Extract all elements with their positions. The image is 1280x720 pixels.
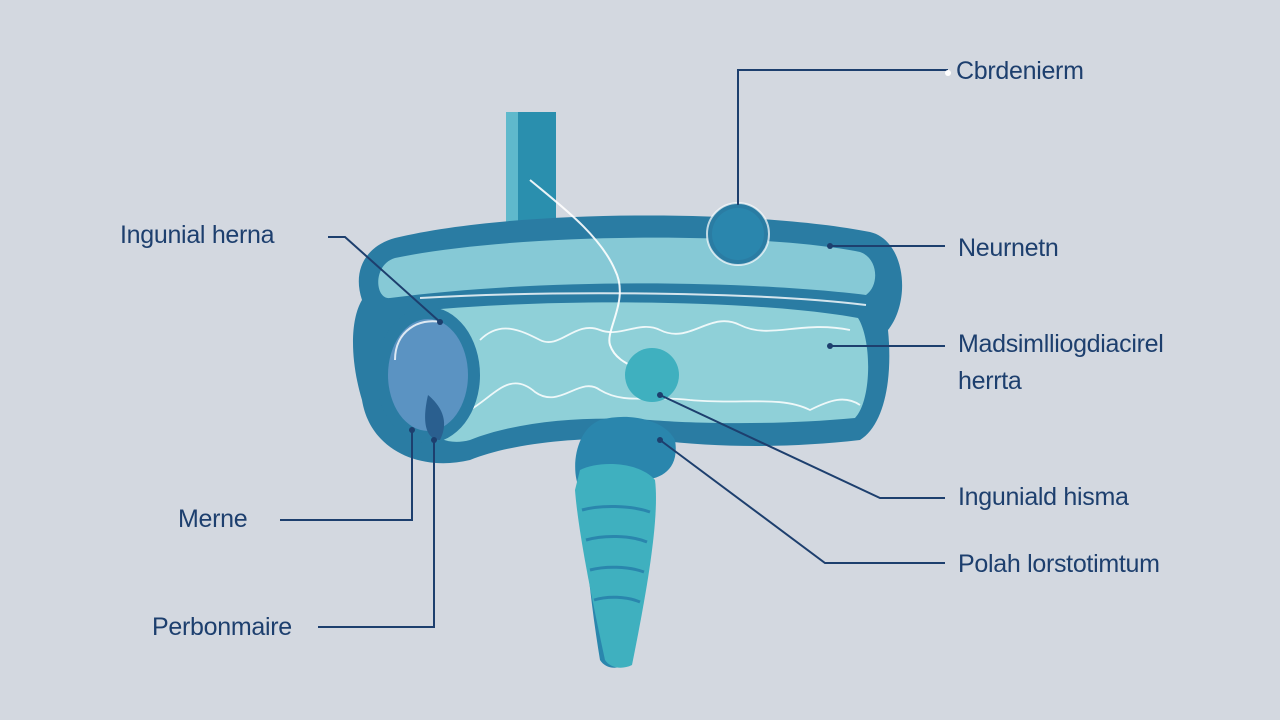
leader-left-3 bbox=[318, 440, 435, 628]
label-right-4: Polah lorstotimtum bbox=[958, 550, 1160, 578]
center-node bbox=[625, 348, 679, 402]
lower-canal bbox=[575, 416, 676, 668]
label-left-1: Ingunial herna bbox=[120, 221, 275, 249]
inner-wave-top bbox=[479, 320, 851, 343]
label-left-3: Perbonmaire bbox=[152, 613, 292, 641]
leader-left-1 bbox=[328, 236, 441, 323]
label-left-2: Merne bbox=[178, 505, 248, 533]
label-right-2-line1: Madsimlliogdiacirel bbox=[958, 330, 1164, 358]
label-right-1: Neurnetn bbox=[958, 234, 1059, 262]
inner-separator bbox=[419, 292, 867, 306]
upper-node bbox=[706, 202, 770, 266]
label-right-3: Inguniald hisma bbox=[958, 483, 1129, 511]
left-oval-sac bbox=[376, 307, 480, 443]
winding-vessel bbox=[529, 179, 641, 371]
label-top-right: Cbrdenierm bbox=[956, 57, 1084, 85]
leader-top-right bbox=[737, 69, 948, 205]
label-right-2-line2: herrta bbox=[958, 367, 1022, 395]
leader-left-2 bbox=[280, 430, 413, 521]
leader-right-4 bbox=[659, 439, 945, 564]
leader-dots bbox=[409, 70, 951, 443]
leader-lines bbox=[280, 69, 948, 628]
leader-right-3 bbox=[659, 394, 945, 499]
